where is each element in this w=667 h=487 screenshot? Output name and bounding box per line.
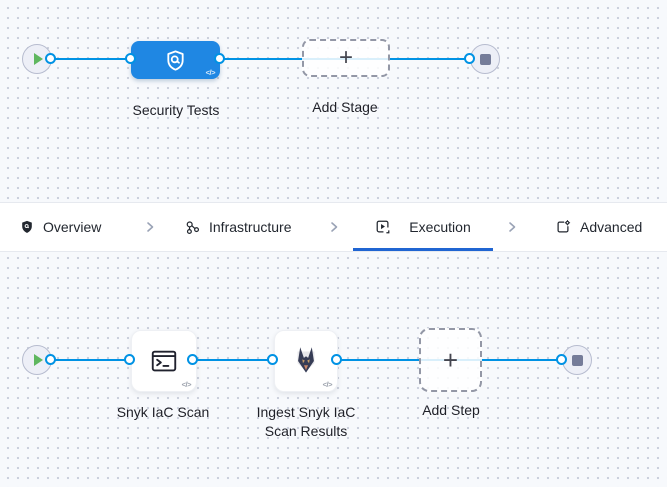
terminal-icon xyxy=(151,350,177,372)
port[interactable] xyxy=(45,53,56,64)
tab-infrastructure[interactable]: Infrastructure xyxy=(185,219,291,235)
plus-icon: + xyxy=(442,345,459,375)
port[interactable] xyxy=(124,354,135,365)
add-step-label: Add Step xyxy=(422,402,480,418)
stage-connector-line xyxy=(48,58,471,60)
template-code-badge: </> xyxy=(322,380,333,389)
stage-node-security-tests[interactable]: </> xyxy=(131,41,220,79)
page-gear-icon xyxy=(557,220,571,233)
tab-label: Infrastructure xyxy=(209,219,292,235)
play-icon xyxy=(34,53,43,65)
shield-icon xyxy=(22,220,32,233)
tab-label: Execution xyxy=(409,219,471,235)
security-shield-search-icon xyxy=(167,49,184,71)
snyk-dog-icon xyxy=(297,347,315,373)
tab-execution[interactable]: Execution xyxy=(353,203,493,251)
port[interactable] xyxy=(267,354,278,365)
stage-label: Security Tests xyxy=(132,102,220,118)
step-end-node[interactable] xyxy=(562,345,592,375)
port[interactable] xyxy=(214,53,225,64)
stage-start-node[interactable] xyxy=(22,44,52,74)
tab-advanced[interactable]: Advanced xyxy=(555,219,642,235)
chevron-right-icon xyxy=(327,220,341,234)
port[interactable] xyxy=(45,354,56,365)
stage-tab-bar: Overview Infrastructure Execution xyxy=(0,202,667,252)
port[interactable] xyxy=(331,354,342,365)
step-node-ingest-snyk-results[interactable]: </> xyxy=(274,330,338,392)
play-icon xyxy=(34,354,43,366)
tab-overview[interactable]: Overview xyxy=(20,219,101,235)
cluster-icon xyxy=(186,220,200,234)
template-code-badge: </> xyxy=(181,380,192,389)
tab-label: Advanced xyxy=(580,219,643,235)
chevron-right-icon xyxy=(143,220,157,234)
plus-icon: + xyxy=(338,44,353,71)
selected-tab-underline xyxy=(353,248,493,251)
step-label: Snyk IaC Scan xyxy=(116,404,210,420)
port[interactable] xyxy=(556,354,567,365)
step-label: Ingest Snyk IaC Scan Results xyxy=(256,404,356,439)
add-stage-label: Add Stage xyxy=(312,99,378,115)
template-code-badge: </> xyxy=(205,68,216,77)
step-start-node[interactable] xyxy=(22,345,52,375)
port[interactable] xyxy=(125,53,136,64)
add-stage-button[interactable]: + xyxy=(302,39,390,77)
stop-icon xyxy=(479,53,491,65)
tab-label: Overview xyxy=(43,219,102,235)
chevron-right-icon xyxy=(505,220,519,234)
port[interactable] xyxy=(464,53,475,64)
stop-icon xyxy=(571,354,583,366)
port[interactable] xyxy=(187,354,198,365)
add-step-button[interactable]: + xyxy=(419,328,482,392)
play-square-icon xyxy=(376,220,390,234)
